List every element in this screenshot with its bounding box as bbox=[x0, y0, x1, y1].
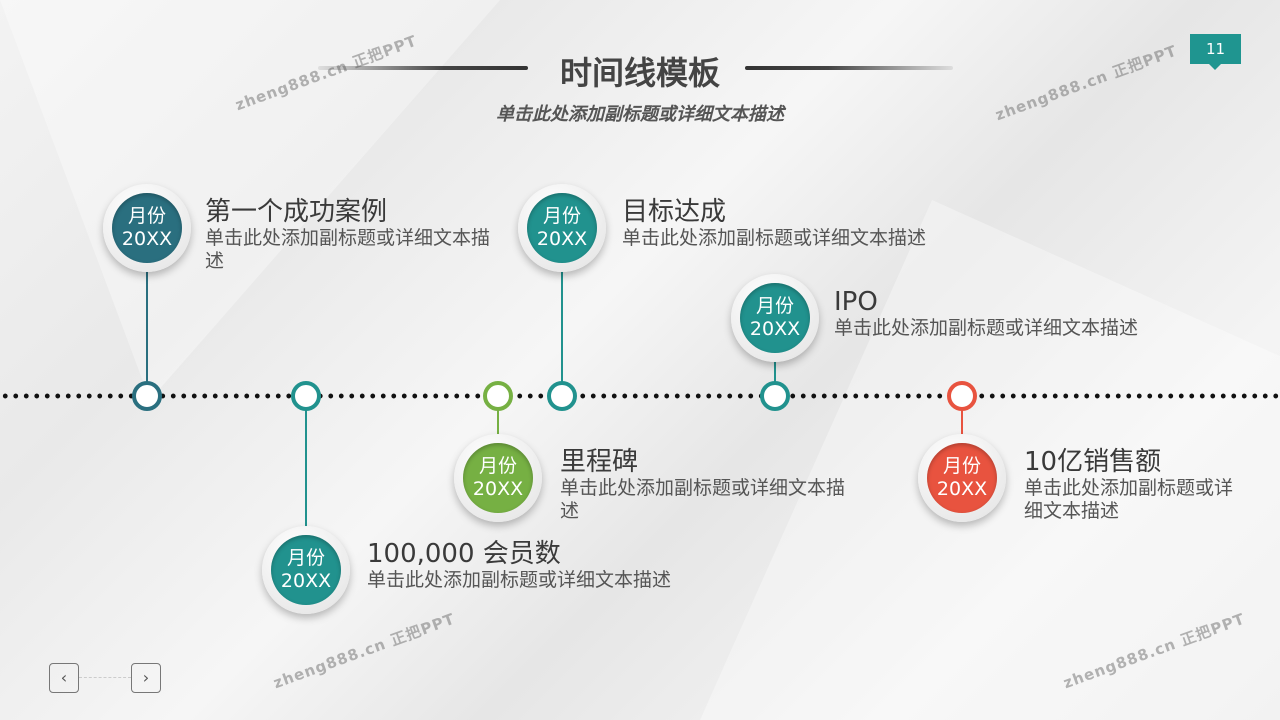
page-number-badge: 11 bbox=[1190, 34, 1241, 70]
milestone-text: IPO 单击此处添加副标题或详细文本描述 bbox=[834, 287, 1194, 340]
milestone-desc: 单击此处添加副标题或详细文本描述 bbox=[205, 227, 491, 272]
milestone-title: 10亿销售额 bbox=[1024, 447, 1162, 477]
milestone-text: 里程碑 单击此处添加副标题或详细文本描述 bbox=[560, 447, 845, 523]
milestone-month: 月份 bbox=[286, 547, 325, 569]
title-brush-right bbox=[745, 66, 953, 70]
milestone-title: 目标达成 bbox=[622, 197, 727, 227]
prev-button[interactable]: ‹ bbox=[49, 663, 79, 693]
milestone-year: 20XX bbox=[280, 570, 332, 592]
milestone-title: 100,000 会员数 bbox=[367, 539, 561, 569]
next-button[interactable]: › bbox=[131, 663, 161, 693]
timeline-node[interactable] bbox=[760, 381, 790, 411]
milestone-title: 里程碑 bbox=[560, 447, 639, 477]
timeline-node[interactable] bbox=[132, 381, 162, 411]
timeline-node[interactable] bbox=[947, 381, 977, 411]
timeline-dotted-line bbox=[0, 393, 1280, 399]
milestone-stem bbox=[561, 228, 563, 396]
milestone-year: 20XX bbox=[536, 228, 588, 250]
milestone-desc: 单击此处添加副标题或详细文本描述 bbox=[622, 227, 927, 249]
milestone-year: 20XX bbox=[472, 478, 524, 500]
milestone-month: 月份 bbox=[478, 455, 517, 477]
title-brush-left bbox=[318, 66, 528, 70]
timeline-node[interactable] bbox=[547, 381, 577, 411]
timeline-node[interactable] bbox=[483, 381, 513, 411]
milestone-desc: 单击此处添加副标题或详细文本描述 bbox=[1024, 477, 1234, 522]
milestone-month: 月份 bbox=[942, 455, 981, 477]
milestone-month: 月份 bbox=[127, 205, 166, 227]
nav-divider bbox=[79, 677, 131, 678]
milestone-title: 第一个成功案例 bbox=[205, 197, 388, 227]
milestone-year: 20XX bbox=[121, 228, 173, 250]
timeline-node[interactable] bbox=[291, 381, 321, 411]
milestone-text: 目标达成 单击此处添加副标题或详细文本描述 bbox=[622, 197, 982, 250]
milestone-desc: 单击此处添加副标题或详细文本描述 bbox=[834, 317, 1139, 339]
watermark: zheng888.cn 正把PPT bbox=[270, 609, 458, 693]
milestone-year: 20XX bbox=[936, 478, 988, 500]
milestone-text: 10亿销售额 单击此处添加副标题或详细文本描述 bbox=[1024, 447, 1249, 523]
milestone-month: 月份 bbox=[755, 295, 794, 317]
watermark: zheng888.cn 正把PPT bbox=[992, 41, 1180, 125]
milestone-stem bbox=[305, 396, 307, 570]
milestone-title: IPO bbox=[834, 287, 878, 317]
page-title: 时间线模板 bbox=[559, 54, 721, 92]
milestone-text: 第一个成功案例 单击此处添加副标题或详细文本描述 bbox=[205, 197, 490, 273]
chevron-left-icon: ‹ bbox=[60, 668, 68, 687]
milestone-month: 月份 bbox=[542, 205, 581, 227]
milestone-desc: 单击此处添加副标题或详细文本描述 bbox=[560, 477, 846, 522]
milestone-stem bbox=[146, 228, 148, 396]
milestone-desc: 单击此处添加副标题或详细文本描述 bbox=[367, 569, 672, 591]
milestone-text: 100,000 会员数 单击此处添加副标题或详细文本描述 bbox=[367, 539, 727, 592]
page-subtitle: 单击此处添加副标题或详细文本描述 bbox=[496, 104, 784, 125]
milestone-year: 20XX bbox=[749, 318, 801, 340]
chevron-right-icon: › bbox=[142, 668, 150, 687]
